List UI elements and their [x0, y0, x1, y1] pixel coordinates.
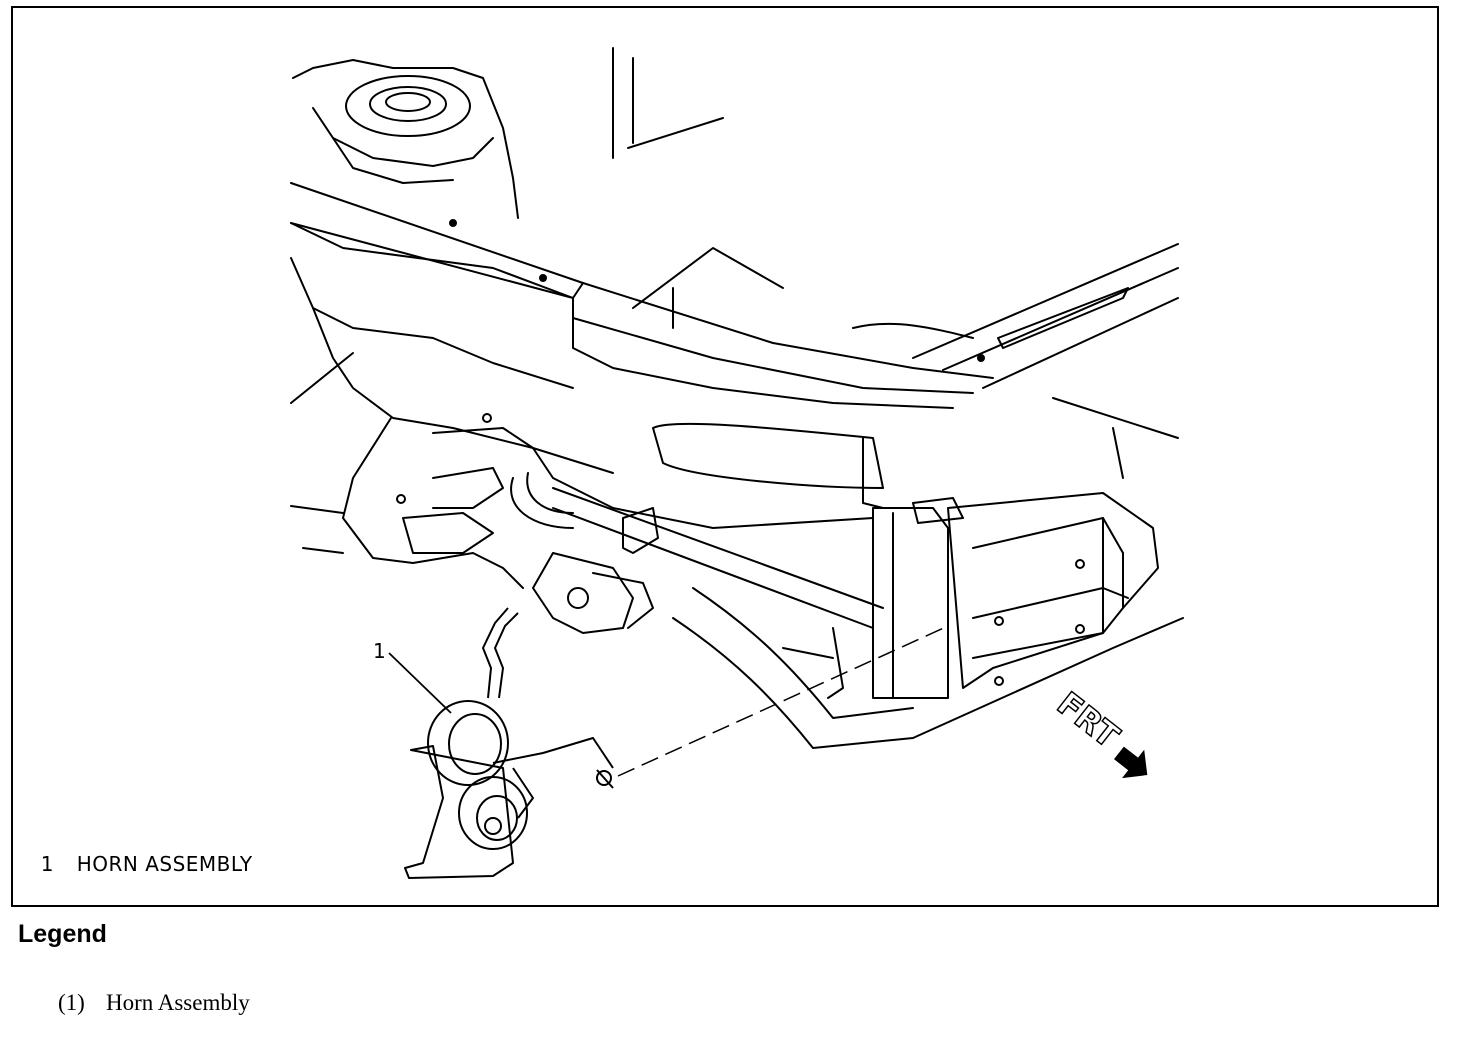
caption-label: HORN ASSEMBLY [76, 852, 253, 876]
figure-frame: 1 FRT [11, 6, 1439, 907]
front-direction-label: FRT [1050, 684, 1126, 755]
figure-caption-text: 1 HORN ASSEMBLY [27, 828, 253, 876]
callout-leader-1 [388, 652, 452, 714]
legend-title: Legend [18, 920, 107, 948]
horn-assembly [404, 607, 614, 879]
front-arrow-icon [1114, 746, 1148, 779]
frame-holes [396, 219, 1085, 686]
frame-linework [290, 47, 1184, 749]
horn-assembly-diagram: 1 FRT [290, 47, 1184, 879]
front-direction-indicator: FRT [1049, 684, 1148, 779]
legend-list: (1) Horn Assembly [35, 964, 250, 1042]
callout-number-1: 1 [373, 639, 386, 663]
legend-item-key: (1) [58, 990, 85, 1015]
caption-number: 1 [40, 852, 54, 876]
mounting-dashed-line [617, 625, 949, 777]
legend-item-label: Horn Assembly [106, 990, 250, 1015]
legend-item: (1) Horn Assembly [35, 964, 250, 1042]
